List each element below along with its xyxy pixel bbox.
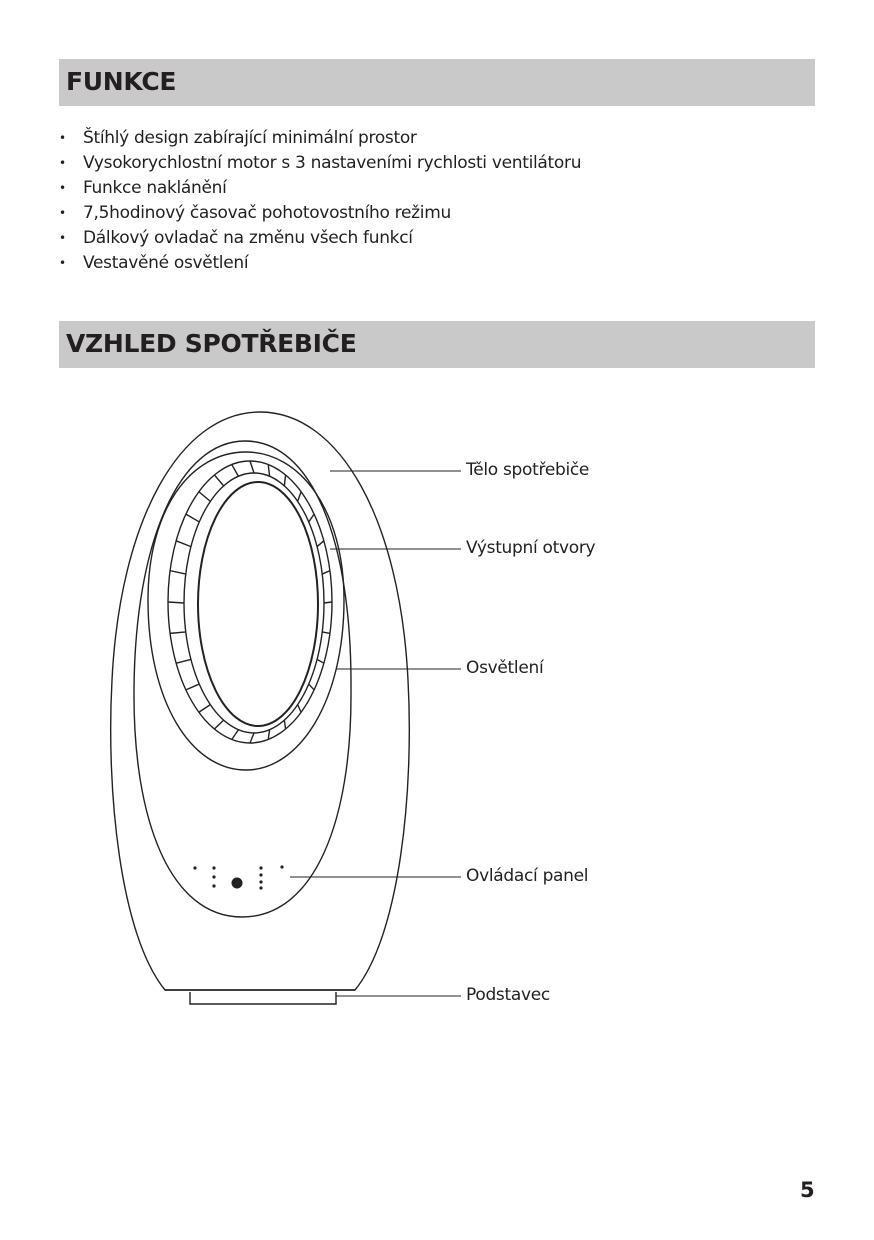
outlet-slat: [249, 732, 255, 744]
outlet-slat: [283, 720, 287, 730]
label-control-panel: Ovládací panel: [466, 866, 589, 886]
label-outlets: Výstupní otvory: [466, 538, 596, 558]
list-item: •7,5hodinový časovač pohotovostního reži…: [59, 201, 581, 226]
list-item: •Funkce naklánění: [59, 176, 581, 201]
outlet-slat: [175, 658, 192, 664]
outlet-slat: [316, 658, 325, 664]
outlet-slat: [169, 631, 186, 635]
outlet-slat: [297, 704, 302, 713]
section-header-appearance: VZHLED SPOTŘEBIČE: [59, 321, 815, 368]
outlet-slat: [169, 569, 186, 575]
outlet-slat: [175, 540, 192, 548]
label-base: Podstavec: [466, 985, 550, 1005]
outlet-slat: [308, 513, 315, 523]
bullet-icon: •: [59, 156, 66, 170]
outlet-ring-outer: [167, 460, 333, 744]
front-panel-outline: [133, 440, 352, 918]
list-item: •Vestavěné osvětlení: [59, 251, 581, 276]
label-lighting: Osvětlení: [466, 658, 544, 678]
fan-body-outline: [109, 411, 411, 991]
fan-base: [189, 992, 337, 1005]
outlet-slat: [198, 704, 211, 713]
bullet-icon: •: [59, 181, 66, 195]
outlet-slat: [167, 601, 185, 604]
section-title: VZHLED SPOTŘEBIČE: [66, 329, 357, 358]
page-number: 5: [800, 1178, 815, 1202]
outlet-slat: [198, 491, 211, 502]
bullet-icon: •: [59, 256, 66, 270]
bullet-icon: •: [59, 231, 66, 245]
outlet-slat: [185, 683, 200, 691]
label-body: Tělo spotřebiče: [466, 460, 590, 480]
outlet-slat: [267, 464, 271, 477]
bullet-icon: •: [59, 131, 66, 145]
outlet-slat: [213, 719, 225, 730]
outlet-slat: [213, 474, 225, 487]
outlet-slat: [231, 729, 240, 740]
outlet-slat: [249, 460, 255, 474]
outlet-slat: [296, 491, 302, 502]
outlet-ring-inner: [197, 481, 319, 727]
ring-surround: [147, 451, 345, 771]
outlet-ring-mid: [183, 472, 325, 734]
outlet-slat: [322, 631, 331, 635]
outlet-slat: [185, 513, 200, 523]
section-title: FUNKCE: [66, 67, 177, 96]
list-item: •Štíhlý design zabírající minimální pros…: [59, 126, 581, 151]
bullet-icon: •: [59, 206, 66, 220]
section-header-features: FUNKCE: [59, 59, 815, 106]
outlet-slat: [231, 464, 240, 477]
outlet-slat: [283, 474, 287, 486]
control-panel: [193, 865, 284, 890]
outlet-slat: [321, 569, 331, 575]
outlet-slat: [323, 601, 333, 604]
features-list: •Štíhlý design zabírající minimální pros…: [59, 126, 581, 276]
outlet-slat: [308, 683, 315, 691]
list-item: •Dálkový ovladač na změnu všech funkcí: [59, 226, 581, 251]
power-button-icon: [231, 877, 243, 889]
list-item: •Vysokorychlostní motor s 3 nastaveními …: [59, 151, 581, 176]
outlet-slat: [316, 540, 325, 548]
outlet-slat: [267, 729, 271, 740]
